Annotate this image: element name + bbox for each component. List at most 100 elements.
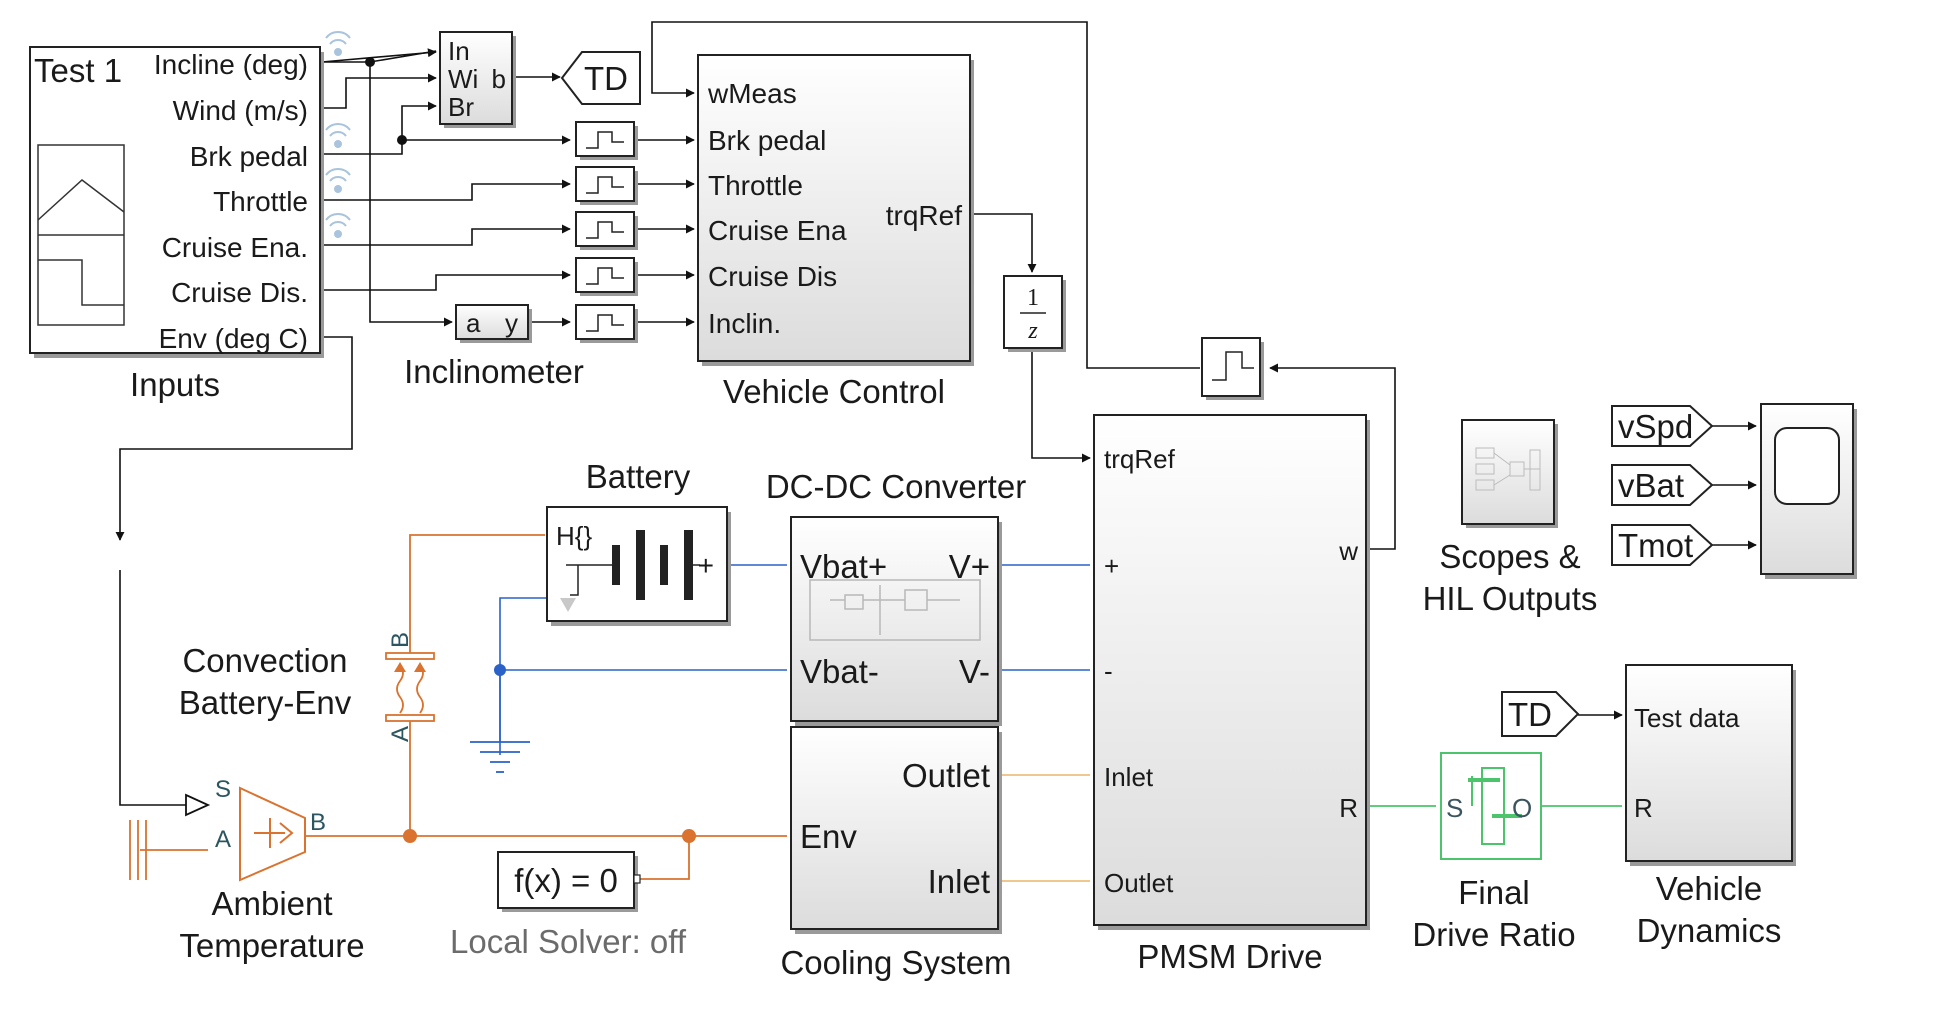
pmsm-port-inlet: Inlet [1104,762,1154,792]
scopes-label-2: HIL Outputs [1423,580,1598,617]
from-tag-vbat[interactable]: vBat [1611,464,1714,506]
signal-lines [115,21,1757,806]
inclinometer-port-in: a [466,308,481,338]
vehicle-dynamics-label-1: Vehicle [1656,870,1762,907]
mux-port-wi: Wi [448,64,478,94]
wire-wind-mux [322,73,437,109]
vc-port-inclin: Inclin. [708,308,781,339]
ambient-temperature-block[interactable]: S A B [215,776,326,882]
inputs-port-brk: Brk pedal [190,141,308,172]
ambient-port-a: A [215,826,231,853]
ambient-port-s: S [215,776,231,803]
electrical-lines [494,564,1090,755]
pmsm-drive-block[interactable]: trqRef + - Inlet Outlet w R [1093,414,1370,930]
cooling-port-env: Env [800,818,857,855]
scopes-thumbnail-icon [1475,447,1541,491]
from-tag-tmot[interactable]: Tmot [1611,524,1714,566]
zoh-brk [575,121,638,160]
inclinometer-label: Inclinometer [404,353,584,390]
vc-port-brk: Brk pedal [708,125,826,156]
zoh-cruise-ena [575,211,638,250]
battery-block[interactable]: H{} + [546,506,731,626]
solver-config-block[interactable]: f(x) = 0 [497,851,641,912]
inputs-label: Inputs [130,366,220,403]
wire-throttle-zoh [322,179,571,201]
mux-block[interactable]: In Wi Br b [439,31,516,128]
vehicle-dynamics-block[interactable]: Test data R [1625,664,1796,866]
wire-cruise-dis-zoh [322,270,571,291]
inclinometer-port-out: y [505,308,518,338]
wire-incline-mux [321,48,437,63]
ambient-label-1: Ambient [211,885,332,922]
zoh-throttle [575,166,638,205]
vd-port-r: R [1634,793,1653,823]
pmsm-port-minus: - [1104,656,1113,686]
final-drive-label-1: Final [1458,874,1530,911]
final-drive-block[interactable]: S O [1440,752,1542,860]
vc-port-cruise-ena: Cruise Ena [708,215,847,246]
dcdc-port-vbat-plus: Vbat+ [800,548,887,585]
vc-port-cruise-dis: Cruise Dis [708,261,837,292]
goto-td-block[interactable]: TD [560,51,641,105]
scope-block[interactable] [1760,403,1857,579]
convection-port-a: A [387,726,414,742]
wire-cruise-ena-zoh [322,224,571,246]
wireless-icon-4 [325,213,351,238]
from-tag-vspd[interactable]: vSpd [1611,405,1714,447]
inputs-block-title: Test 1 [34,52,122,89]
ambient-label-2: Temperature [179,927,364,964]
pmsm-port-outlet: Outlet [1104,868,1174,898]
pmsm-port-trqref: trqRef [1104,444,1176,474]
inputs-port-cruise-ena: Cruise Ena. [162,232,308,263]
mux-port-out: b [492,64,506,94]
pmsm-label: PMSM Drive [1137,938,1322,975]
inputs-port-throttle: Throttle [213,186,308,217]
thermal-port-icon: H{} [556,521,592,551]
unit-delay-num: 1 [1027,285,1039,311]
final-drive-port-o: O [1512,793,1532,823]
ambient-ref-icon [129,820,147,880]
mux-port-br: Br [448,92,474,122]
solver-equation: f(x) = 0 [514,862,618,899]
zoh-blocks[interactable] [575,121,1264,400]
pmsm-port-w: w [1338,536,1358,566]
scopes-subsystem-block[interactable] [1461,419,1558,528]
final-drive-port-s: S [1446,793,1463,823]
scope-screen-icon [1774,427,1840,505]
converter-schematic-icon [809,579,981,641]
goto-td-tag: TD [584,60,628,97]
zoh-wmeas [1201,337,1264,400]
convection-block[interactable]: B A [385,632,435,742]
inputs-port-cruise-dis: Cruise Dis. [171,277,308,308]
inputs-port-env: Env (deg C) [159,323,308,354]
zoh-cruise-dis [575,257,638,296]
ambient-port-b: B [310,809,326,836]
wireless-icon-3 [325,168,351,193]
dcdc-label: DC-DC Converter [766,468,1026,505]
signal-builder-icon [37,144,125,326]
dcdc-block[interactable]: Vbat+ V+ Vbat- V- [790,516,1002,726]
convection-port-b: B [387,632,414,648]
from-tag-vspd-text: vSpd [1618,408,1693,445]
convection-label-1: Convection [182,642,347,679]
convection-label-2: Battery-Env [179,684,352,721]
scopes-label-1: Scopes & [1439,538,1580,575]
inputs-port-incline: Incline (deg) [154,49,308,80]
inputs-port-wind: Wind (m/s) [173,95,308,126]
pmsm-port-r: R [1339,793,1358,823]
inclinometer-block[interactable]: a y [455,304,532,343]
from-td-block[interactable]: TD [1501,691,1580,737]
wireless-icon-2 [325,123,351,148]
dcdc-port-v-minus: V- [959,653,990,690]
dcdc-port-vbat-minus: Vbat- [800,653,879,690]
unit-delay-block[interactable]: 1 z [1003,275,1066,352]
wireless-icons [325,31,351,238]
cooling-system-block[interactable]: Outlet Env Inlet [790,726,1002,934]
vehicle-control-block[interactable]: wMeas Brk pedal Throttle Cruise Ena Crui… [697,54,974,366]
cooling-label: Cooling System [780,944,1011,981]
inputs-block[interactable]: Test 1 Incline (deg) Wind (m/s) Brk peda… [29,46,324,358]
zoh-inclin [575,304,638,343]
wireless-icon-1 [325,31,351,56]
from-tag-vbat-text: vBat [1618,467,1684,504]
thermal-lines [140,534,787,880]
